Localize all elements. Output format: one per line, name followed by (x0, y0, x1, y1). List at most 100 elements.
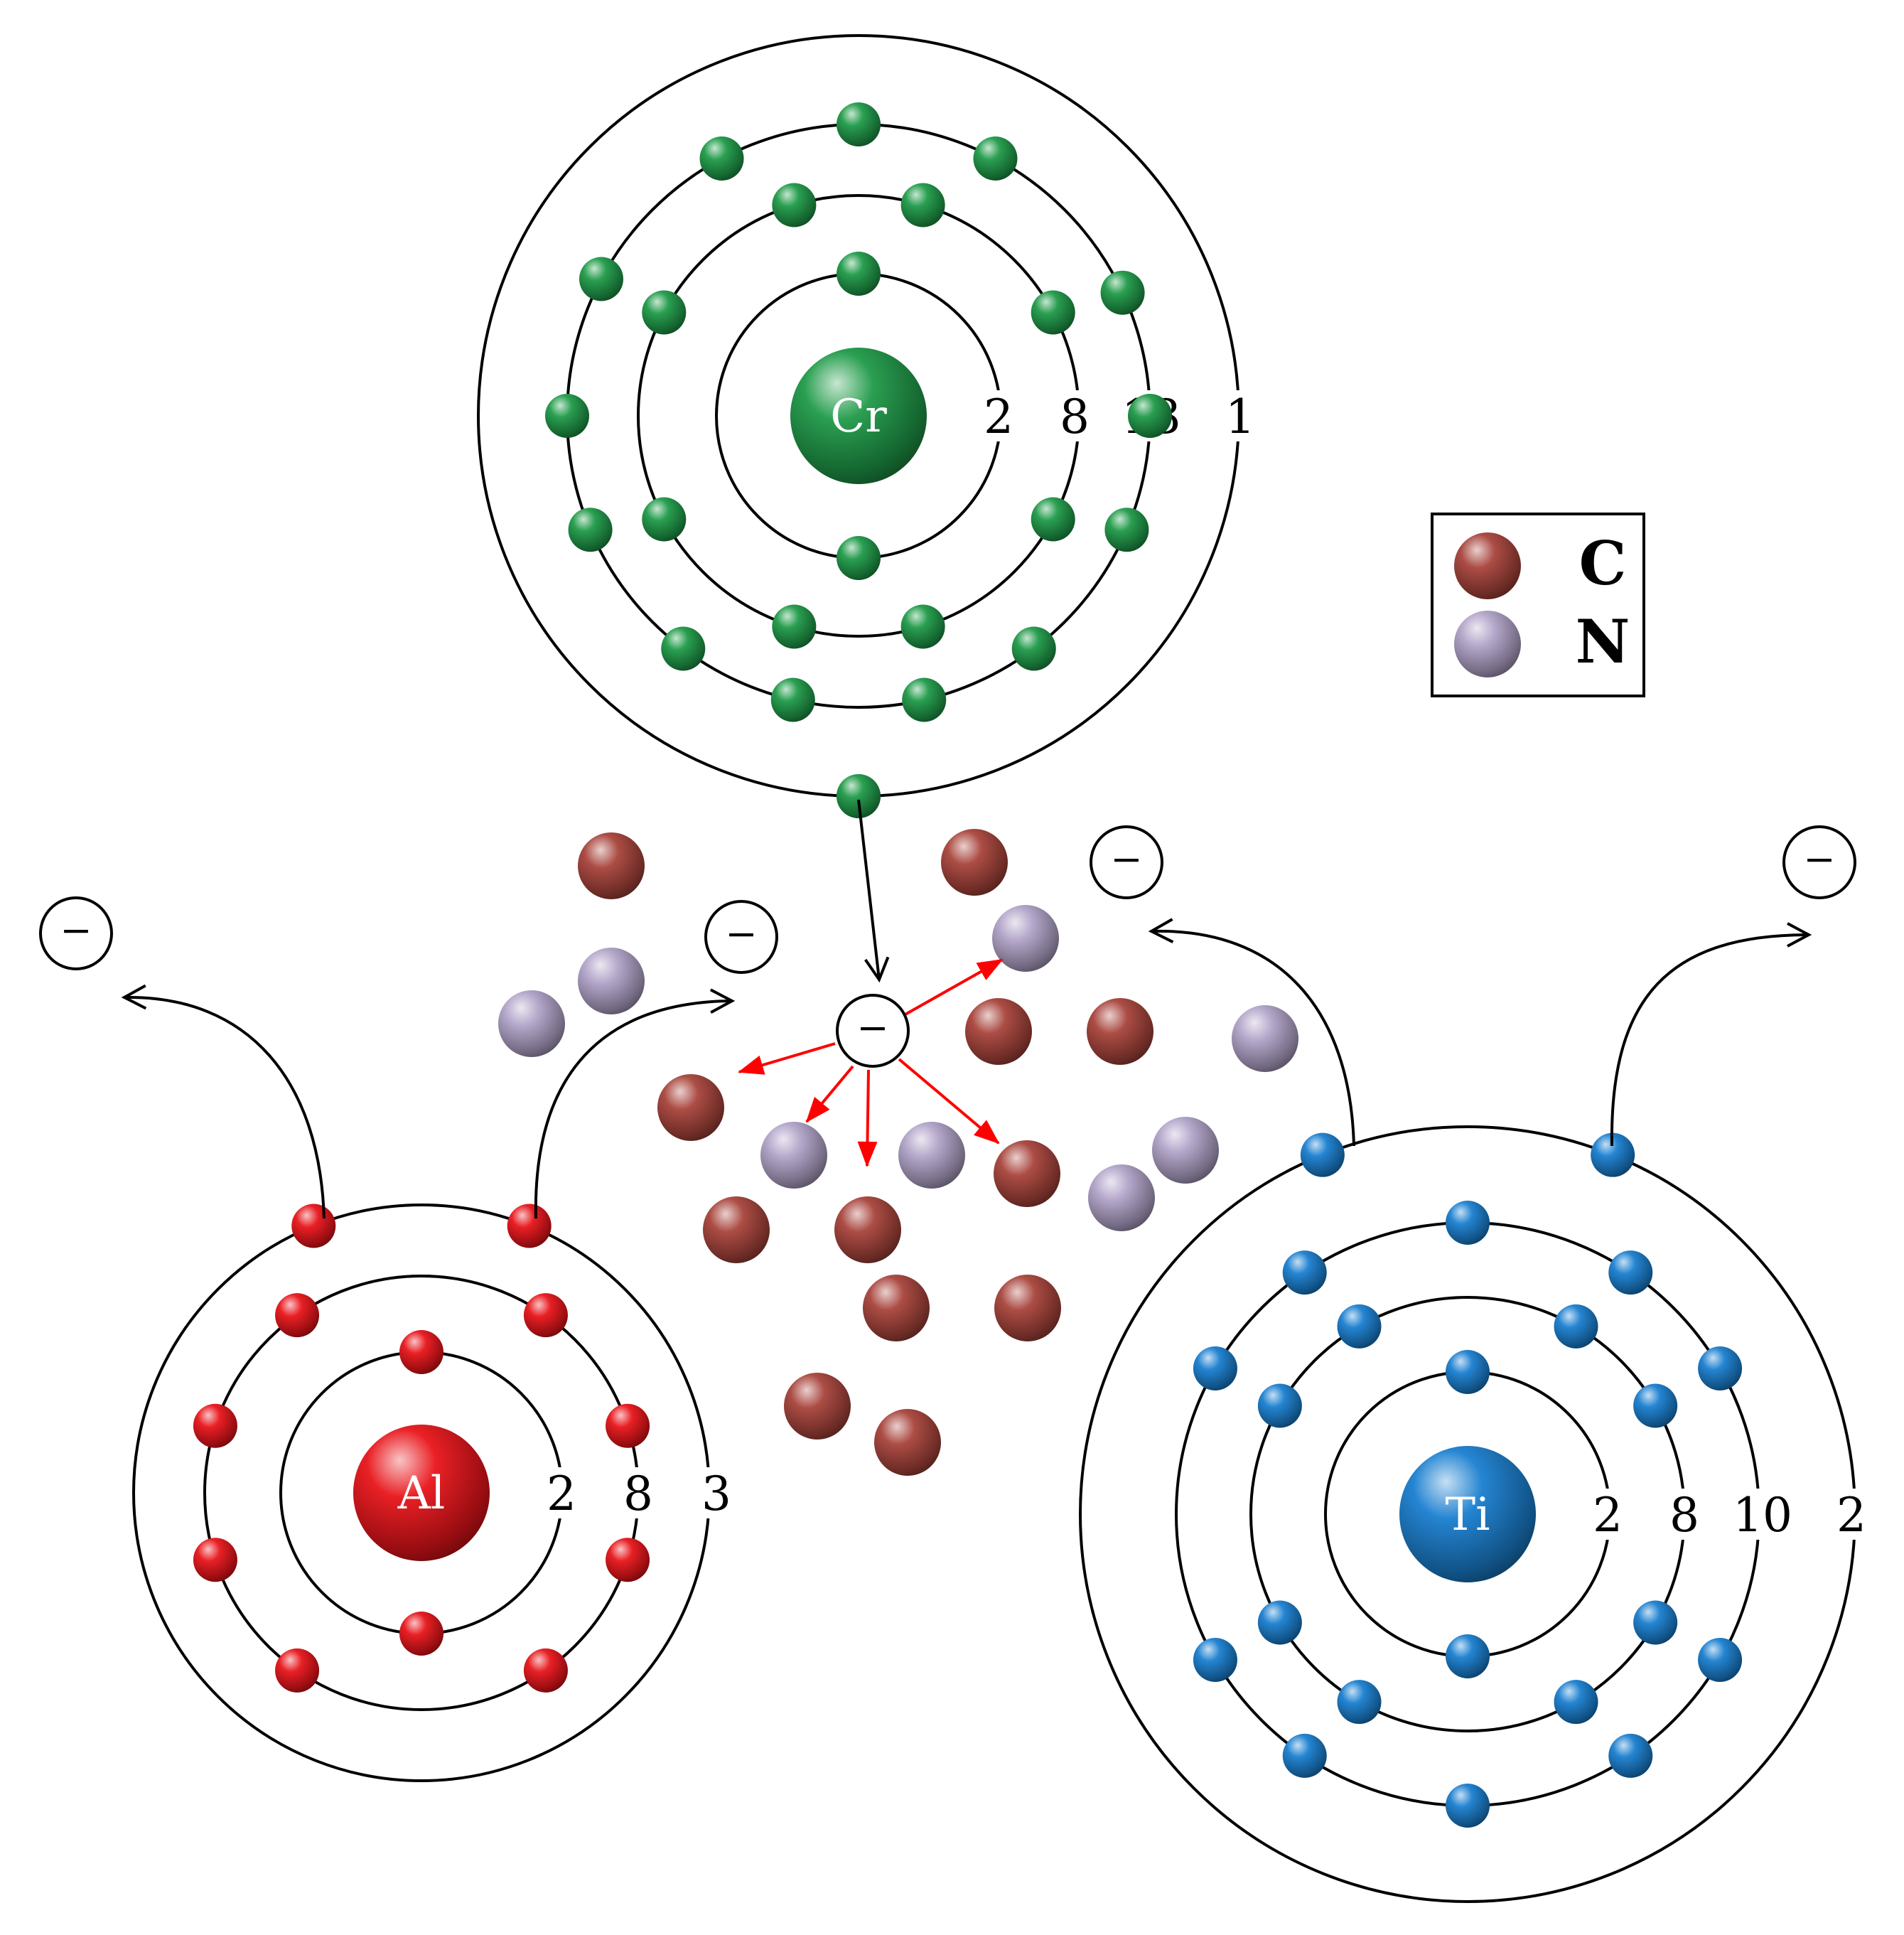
shell-label-backing (1728, 1489, 1797, 1540)
electron (772, 183, 817, 227)
ti-electron-release-arrow-right (1610, 935, 1809, 1147)
electron (507, 1204, 552, 1248)
electron (973, 136, 1018, 181)
electron (1337, 1680, 1382, 1725)
shell-label-backing (1667, 1489, 1701, 1540)
nucleus-symbol-label: Al (397, 1467, 446, 1520)
electron (291, 1204, 336, 1248)
electron (399, 1612, 443, 1656)
carbon-atom (863, 1275, 930, 1341)
legend-n-label: N (1576, 606, 1630, 677)
shell-3-count-label: 3 (701, 1467, 731, 1521)
carbon-atom (965, 998, 1032, 1065)
ti-free-electron-left: − (1090, 825, 1163, 899)
nucleus-symbol-label: Cr (830, 390, 887, 443)
electron (1633, 1383, 1678, 1428)
shell-2-count-label: 8 (1060, 390, 1090, 444)
svg-text:−: − (1110, 837, 1142, 881)
nitrogen-atom (898, 1122, 965, 1189)
free-electrons: − − − − − (39, 825, 1856, 1068)
shell-label-backing (1591, 1489, 1625, 1540)
electron (1128, 394, 1172, 438)
shell-4-count-label: 2 (1836, 1488, 1866, 1543)
al-free-electron-right: − (704, 900, 778, 974)
carbon-atom (994, 1140, 1060, 1207)
carbon-atom (941, 829, 1008, 896)
cr-electron-transfer-arrow (857, 799, 879, 980)
electron (1554, 1680, 1598, 1725)
legend: C N (1431, 513, 1645, 697)
electron (606, 1538, 650, 1582)
ti-electron-release-arrow-left (1151, 931, 1355, 1147)
electron (399, 1330, 443, 1374)
shell-2-count-label: 8 (623, 1467, 653, 1521)
electron (837, 102, 881, 146)
cr-valence-electron (837, 774, 881, 818)
central-free-electron: − (836, 994, 910, 1068)
electron (1608, 1733, 1653, 1778)
red-arrow-to-c-right (898, 1058, 1000, 1145)
electron (1633, 1600, 1678, 1645)
ti-free-electron-right: − (1782, 825, 1856, 899)
al-electron-release-arrow-left (124, 997, 326, 1219)
red-arrow-down (857, 1069, 878, 1167)
electron (661, 626, 706, 671)
shell-4-count-label: 1 (1225, 390, 1255, 444)
carbon-atom (703, 1196, 770, 1263)
cr-nucleus (790, 348, 927, 484)
legend-c-ball-shade (1454, 532, 1521, 599)
shell-label-backing (1223, 390, 1257, 441)
electron (606, 1403, 650, 1448)
legend-c-label: C (1579, 528, 1627, 599)
carbon-atom (834, 1196, 901, 1263)
electron (1591, 1132, 1635, 1177)
electron (772, 604, 817, 649)
svg-text:−: − (1803, 837, 1835, 881)
c-n-atom-cluster (498, 829, 1298, 1476)
electron (1698, 1346, 1743, 1390)
shell-label-backing (1834, 1489, 1868, 1540)
red-arrow-to-c-left (738, 1042, 836, 1075)
nitrogen-atom (1232, 1005, 1298, 1072)
carbon-atom (657, 1074, 724, 1141)
svg-text:−: − (60, 908, 92, 953)
electron (1193, 1346, 1237, 1390)
shell-label-backing (981, 390, 1016, 441)
shell-1-count-label: 2 (547, 1467, 576, 1521)
electron (275, 1648, 320, 1693)
electron (523, 1648, 568, 1693)
shell-label-backing (699, 1467, 733, 1518)
electron (275, 1293, 320, 1338)
electron-transfer-arrows (124, 799, 1809, 1219)
electron (1100, 270, 1145, 315)
nitrogen-atom (760, 1122, 827, 1189)
electron (579, 257, 623, 301)
nitrogen-atom (498, 990, 565, 1057)
electron (1446, 1784, 1490, 1828)
carbon-atom (1087, 998, 1153, 1065)
electron (1554, 1304, 1598, 1349)
red-arrow-to-n (903, 958, 1004, 1017)
electron (837, 536, 881, 580)
electron (1300, 1132, 1345, 1177)
nitrogen-atom (578, 948, 645, 1014)
shell-1-count-label: 2 (1593, 1488, 1623, 1543)
shell-2-count-label: 8 (1669, 1488, 1699, 1543)
electron (1446, 1201, 1490, 1245)
electron (1011, 626, 1056, 671)
nitrogen-atom (992, 905, 1059, 972)
al-nucleus (353, 1425, 490, 1561)
shell-label-backing (544, 1467, 579, 1518)
svg-text:−: − (856, 1005, 888, 1050)
electron (193, 1403, 237, 1448)
electron (523, 1293, 568, 1338)
electron (1257, 1383, 1302, 1428)
electron (1031, 290, 1075, 335)
electron (1193, 1638, 1237, 1682)
electron (545, 394, 589, 438)
electron (900, 604, 945, 649)
electron (1698, 1638, 1743, 1682)
atom-cr: 28131Cr (477, 34, 1257, 818)
